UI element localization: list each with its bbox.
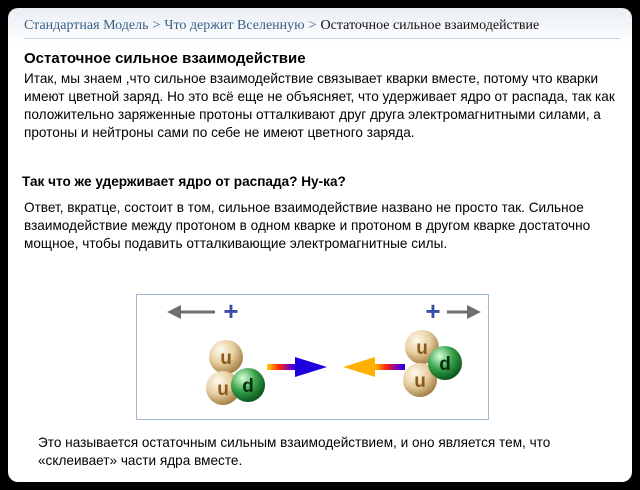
right-proton: u u d [403,330,462,397]
quark-label: d [439,354,451,375]
up-quark [206,371,240,405]
content-frame: Стандартная Модель>Что держит Вселенную>… [8,8,632,482]
breadcrumb-separator: > [152,18,161,33]
left-proton: u u d [206,340,265,405]
up-quark [403,363,437,397]
paragraph-conclusion: Это называется остаточным сильным взаимо… [38,435,551,468]
residual-force-diagram: + + u u d [136,294,489,420]
quark-label: u [217,379,229,400]
right-repulsion-arrow-icon [447,305,481,319]
question-heading: Так что же удерживает ядро от распада? Н… [22,174,346,189]
breadcrumb-link-standard-model[interactable]: Стандартная Модель [24,18,149,33]
breadcrumb: Стандартная Модель>Что держит Вселенную>… [24,18,620,39]
quark-label: u [416,338,428,359]
right-plus-charge: + [425,296,440,326]
breadcrumb-current: Остаточное сильное взаимодействие [320,18,540,33]
attraction-arrow-right-icon [267,357,327,377]
breadcrumb-link-what-holds-universe[interactable]: Что держит Вселенную [164,18,305,33]
quark-label: u [220,348,232,369]
paragraph-intro: Итак, мы знаем ,что сильное взаимодейств… [24,71,615,140]
quark-label: u [414,371,426,392]
breadcrumb-separator: > [308,18,317,33]
down-quark [231,368,265,402]
paragraph-answer: Ответ, вкратце, состоит в том, сильное в… [24,200,591,251]
left-plus-charge: + [223,296,238,326]
down-quark [428,346,462,380]
page-title: Остаточное сильное взаимодействие [24,50,306,67]
up-quark [209,340,243,374]
left-repulsion-arrow-icon [167,305,215,319]
attraction-arrow-left-icon [343,357,405,377]
quark-label: d [242,376,254,397]
